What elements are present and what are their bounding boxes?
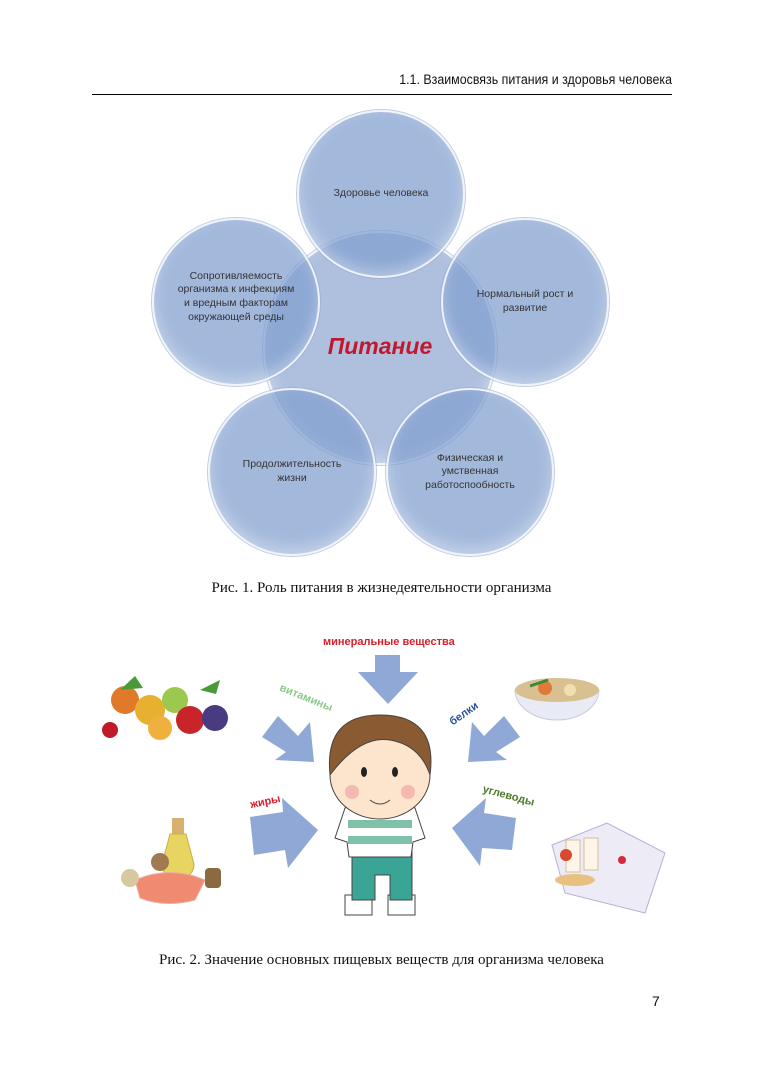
arrow-carbs	[452, 798, 516, 866]
center-label: Питание	[327, 333, 433, 359]
label-minerals: минеральные вещества	[323, 636, 455, 648]
soup-bowl-image	[514, 678, 600, 721]
arrow-fats	[250, 798, 318, 868]
boy-illustration	[328, 714, 432, 916]
circle-health: Здоровье человека	[297, 110, 465, 278]
page-number: 7	[652, 993, 660, 1009]
arrow-minerals	[358, 655, 418, 704]
lunchbox-image	[551, 822, 666, 914]
circle-label: Нормальный рост и развитие	[476, 288, 574, 314]
fruit-image	[102, 676, 228, 740]
arrow-proteins	[468, 716, 520, 762]
circle-resistance: Сопротивляемость организма к инфекциям и…	[152, 218, 320, 386]
figure-1-caption: Рис. 1. Роль питания в жизнедеятельности…	[211, 580, 552, 596]
arrow-vitamins	[262, 716, 314, 762]
circle-label: Физическая и умственная работоспообность	[425, 451, 515, 491]
circle-growth: Нормальный рост и развитие	[441, 218, 609, 386]
oil-fish-image	[121, 818, 221, 904]
circle-label: Продолжительность жизни	[242, 458, 342, 484]
circle-label: Сопротивляемость организма к инфекциям и…	[177, 269, 295, 323]
circle-performance: Физическая и умственная работоспообность	[386, 388, 554, 556]
circle-label: Здоровье человека	[333, 187, 429, 200]
figure-2-caption: Рис. 2. Значение основных пищевых вещест…	[159, 952, 604, 968]
header-rule	[92, 94, 672, 95]
circle-longevity: Продолжительность жизни	[208, 388, 376, 556]
running-header: 1.1. Взаимосвязь питания и здоровья чело…	[399, 72, 672, 87]
